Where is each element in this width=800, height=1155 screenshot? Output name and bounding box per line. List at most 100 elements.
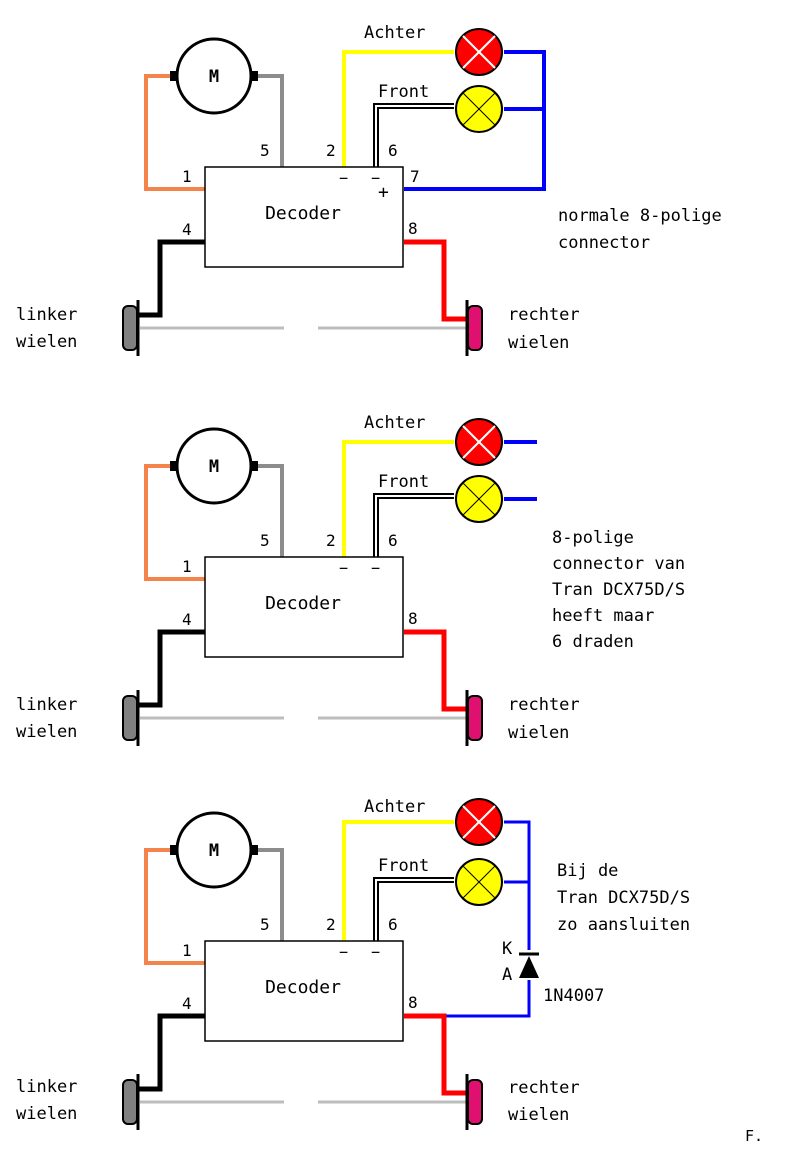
pin-2: 2 [326,915,336,934]
front-lamp-label: Front [378,82,429,102]
diode-part-label: 1N4007 [543,986,604,1006]
left-wheels-label: linker [16,305,77,325]
pin-5: 5 [260,141,270,160]
front-lamp [455,475,503,523]
pin-1: 1 [182,941,192,960]
caption-2-line-4: heeft maar [552,606,654,626]
left-wheel-wire [138,629,205,708]
pin-6: 6 [388,915,398,934]
pin-4: 4 [182,610,192,629]
motor-label: M [209,457,219,477]
svg-text:wielen: wielen [16,722,77,742]
decoder-label: Decoder [265,977,341,998]
rear-lamp [455,418,503,466]
svg-text:−: − [371,559,380,577]
front-lamp-label: Front [378,856,429,876]
svg-text:−: − [339,943,348,961]
front-lamp [455,858,503,906]
svg-text:−: − [339,169,348,187]
decoder-box [204,556,404,658]
pin-4: 4 [182,220,192,239]
motor-right-wire [252,74,284,167]
rear-lamp-label: Achter [364,23,425,43]
front-lamp-label: Front [378,472,429,492]
svg-text:+: + [378,182,389,203]
diagram-2: M Decoder − − 1 5 2 6 4 8 Achter Front l… [16,413,685,746]
motor-label: M [209,67,219,87]
motor-right-wire [252,464,284,557]
svg-text:wielen: wielen [16,1104,77,1124]
rear-lamp-label: Achter [364,413,425,433]
common-plus-wire [504,820,531,950]
diode-anode-label: A [502,965,512,985]
right-wheels-label: rechter [508,695,580,715]
right-wheels-label: rechter [508,1078,580,1098]
decoder-label: Decoder [265,593,341,614]
diode [519,952,539,978]
pin-2: 2 [326,531,336,550]
diode-to-pin8-wire [444,980,531,1018]
caption-3-line-3: zo aansluiten [557,915,690,935]
pin-5: 5 [260,531,270,550]
svg-text:−: − [371,169,380,187]
front-lamp [455,85,503,133]
pin-4: 4 [182,994,192,1013]
rear-lamp-minus-wire [342,440,454,557]
decoder-label: Decoder [265,203,341,224]
svg-text:wielen: wielen [16,332,77,352]
left-wheel [122,1079,138,1125]
rear-lamp-label: Achter [364,797,425,817]
left-wheel-wire [138,1013,205,1092]
signature: F. [745,1127,763,1145]
right-wheel-wire [404,629,466,712]
right-wheels-label: rechter [508,305,580,325]
pin-8: 8 [408,219,418,238]
caption-3-line-2: Tran DCX75D/S [557,888,690,908]
caption-1-line-1: normale 8-polige [558,206,722,226]
right-wheel [467,695,483,741]
left-wheels-label: linker [16,1077,77,1097]
pin-1: 1 [182,167,192,186]
motor [175,811,253,889]
motor-left-wire [144,74,205,191]
pin-1: 1 [182,557,192,576]
left-wheel-wire [138,239,205,318]
motor-left-wire [144,464,205,581]
left-wheel [122,305,138,351]
diagram-1: M Decoder − − + 1 5 2 6 7 4 8 Achter Fro… [16,23,722,356]
decoder-box [204,166,404,268]
diagram-3: M Decoder − − 1 5 2 6 4 8 Achter Front K… [16,797,690,1130]
rear-lamp-minus-wire [342,820,454,941]
right-wheel [467,305,483,351]
pin-6: 6 [388,141,398,160]
pin-8: 8 [408,609,418,628]
pin-8: 8 [408,993,418,1012]
pin-6: 6 [388,531,398,550]
caption-2-line-1: 8-polige [552,528,634,548]
diode-cathode-label: K [502,939,513,959]
motor-left-wire [144,848,205,965]
svg-text:wielen: wielen [508,1105,569,1125]
pin-5: 5 [260,915,270,934]
motor-right-wire [252,848,284,941]
motor [175,37,253,115]
rear-lamp [455,28,503,76]
pin-7: 7 [410,167,420,186]
pin-2: 2 [326,141,336,160]
caption-2-line-3: Tran DCX75D/S [552,580,685,600]
common-plus-wire [404,50,546,191]
right-wheel-wire [404,239,466,322]
svg-text:−: − [339,559,348,577]
caption-3-line-1: Bij de [557,861,618,881]
rear-lamp [455,798,503,846]
right-wheel-wire [404,1013,466,1096]
motor-label: M [209,841,219,861]
right-wheel [467,1079,483,1125]
svg-text:−: − [371,943,380,961]
motor [175,427,253,505]
rear-lamp-minus-wire [342,50,454,167]
caption-2-line-5: 6 draden [552,632,634,652]
caption-2-line-2: connector van [552,554,685,574]
left-wheel [122,695,138,741]
svg-text:wielen: wielen [508,723,569,743]
